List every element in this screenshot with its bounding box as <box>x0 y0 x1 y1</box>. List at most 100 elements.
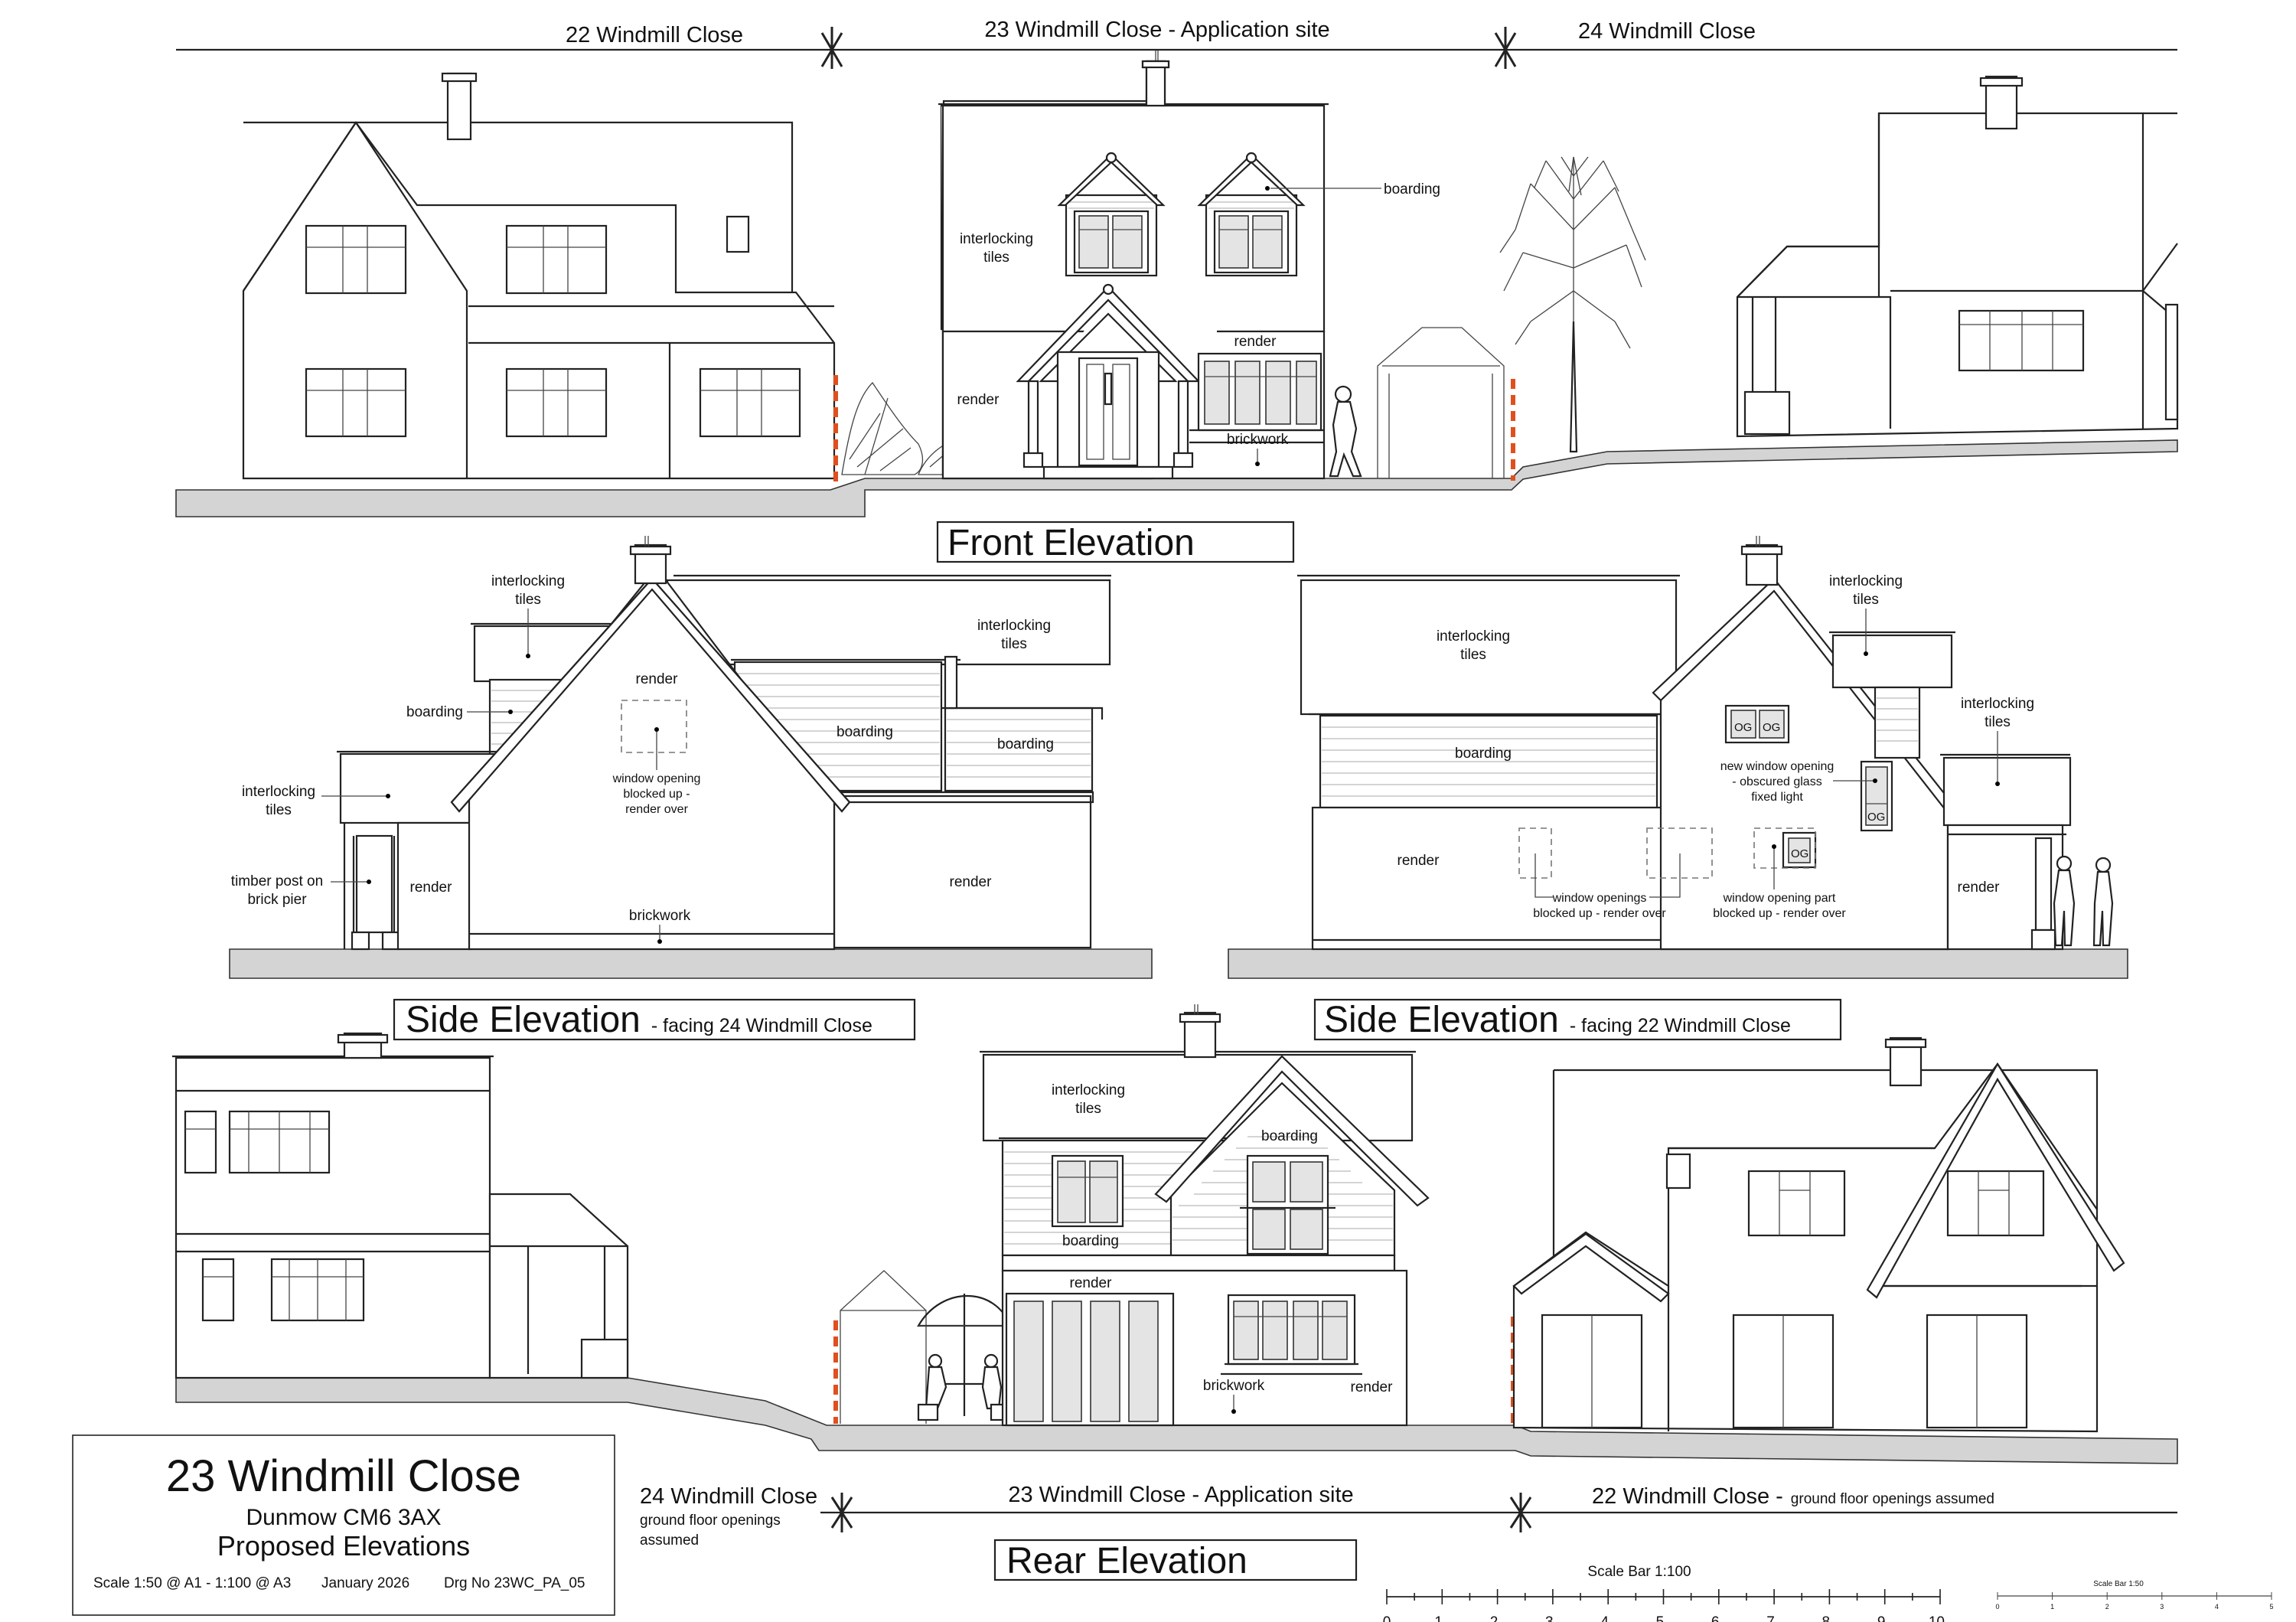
note-side-b-newwin-1: new window opening <box>1720 760 1835 773</box>
side-b-ground <box>1228 948 2128 979</box>
note-side-b-blocked-1: window openings <box>1552 892 1647 905</box>
scale-tick-label: 8m <box>1822 1614 1838 1622</box>
og-label-2: OG <box>1763 721 1780 734</box>
og-label-4: OG <box>1791 847 1808 860</box>
note-boarding-front: boarding <box>1384 181 1440 197</box>
note-side-a-win-2: blocked up - <box>623 788 690 801</box>
house-23-rear <box>980 1004 1430 1427</box>
label-22-windmill-close-top: 22 Windmill Close <box>566 23 743 47</box>
scale-tick-label: 10m <box>1929 1614 1952 1622</box>
note-side-b-part-2: blocked up - render over <box>1713 907 1846 920</box>
title-block: 23 Windmill Close Dunmow CM6 3AX Propose… <box>72 1434 615 1616</box>
note-side-a-boarding-left: boarding <box>406 704 463 720</box>
side-b-title-row: Side Elevation - facing 22 Windmill Close <box>1324 1000 1791 1040</box>
note-side-b-tiles-left-2: tiles <box>1460 647 1486 663</box>
note-bottom-left-2: assumed <box>640 1532 699 1549</box>
note-side-a-tiles-left-1: interlocking <box>242 784 315 800</box>
note-side-b-part-1: window opening part <box>1723 892 1836 905</box>
note-tiles-front-2: tiles <box>983 250 1009 266</box>
boundary-marker-bottom-left-icon <box>830 1493 853 1532</box>
note-side-b-tiles-left-1: interlocking <box>1437 628 1510 645</box>
label-22-windmill-close-bottom: 22 Windmill Close - <box>1592 1484 1783 1509</box>
boundary-marker-left-icon <box>820 27 843 69</box>
note-side-b-tiles-right-1: interlocking <box>1961 696 2034 712</box>
note-side-b-blocked-2: blocked up - render over <box>1533 907 1666 920</box>
note-side-a-boarding-mid: boarding <box>837 724 893 740</box>
top-boundary: 22 Windmill Close 23 Windmill Close - Ap… <box>176 18 2177 69</box>
garage-outline <box>1377 327 1505 478</box>
front-elevation: boarding interlocking tiles render rende… <box>175 51 2179 563</box>
note-side-b-tiles-top-2: tiles <box>1853 592 1879 608</box>
side-a-subtitle: - facing 24 Windmill Close <box>651 1015 872 1036</box>
small-scale-bar-title: Scale Bar 1:50 <box>2093 1580 2144 1588</box>
note-rear-render-top: render <box>1070 1275 1113 1291</box>
house-22-front <box>242 72 836 480</box>
front-annotations: boarding interlocking tiles render rende… <box>957 181 1440 466</box>
note-rear-tiles-2: tiles <box>1075 1101 1101 1117</box>
note-side-a-post-1: timber post on <box>231 873 323 889</box>
front-elevation-title-box <box>936 521 1295 563</box>
note-side-a-post-2: brick pier <box>247 892 307 908</box>
scale-bar-title: Scale Bar 1:100 <box>1587 1564 1691 1580</box>
side-elevation-a: interlocking tiles interlocking tiles re… <box>229 536 1153 1041</box>
note-side-a-win-3: render over <box>625 803 688 816</box>
label-24-windmill-close-bottom: 24 Windmill Close <box>640 1484 817 1509</box>
note-tiles-front-1: interlocking <box>960 231 1033 247</box>
note-render-front-2: render <box>1234 334 1277 350</box>
side-elevation-b: OG OG OG OG interlocking tiles interlock… <box>1228 536 2128 1041</box>
scale-tick-label: 9m <box>1877 1614 1893 1622</box>
person-walking-icon <box>1329 385 1362 478</box>
tree-icon <box>1499 156 1646 453</box>
house-24-rear <box>172 1032 629 1379</box>
scale-tick-label: 1m <box>1434 1614 1450 1622</box>
boundary-marker-bottom-right-icon <box>1509 1493 1532 1532</box>
side-b-title: Side Elevation <box>1324 1000 1559 1040</box>
og-label-1: OG <box>1734 721 1752 734</box>
label-24-windmill-close-top: 24 Windmill Close <box>1578 19 1756 44</box>
house-22-rear <box>1512 1036 2125 1433</box>
side-b-title-box <box>1313 998 1842 1041</box>
note-bottom-left-1: ground floor openings <box>640 1513 781 1529</box>
note-side-b-tiles-top-1: interlocking <box>1829 573 1903 589</box>
note-side-a-brickwork: brickwork <box>629 908 691 924</box>
title-block-drawing: Proposed Elevations <box>217 1530 470 1562</box>
side-a-title: Side Elevation <box>406 1000 641 1040</box>
note-side-b-render-left: render <box>1397 853 1440 869</box>
label-application-site-top: 23 Windmill Close - Application site <box>984 18 1329 42</box>
note-brickwork-front: brickwork <box>1227 432 1289 448</box>
title-block-drg-no: Drg No 23WC_PA_05 <box>444 1575 585 1591</box>
small-scale-tick-label: 4 <box>2215 1603 2219 1611</box>
scale-tick-label: 6m <box>1711 1614 1727 1622</box>
note-side-b-newwin-3: fixed light <box>1751 791 1803 804</box>
note-side-a-render-right: render <box>950 874 993 890</box>
side-a-title-row: Side Elevation - facing 24 Windmill Close <box>406 1000 872 1040</box>
note-rear-render-right: render <box>1351 1379 1394 1395</box>
house-24-front <box>1736 75 2179 438</box>
scale-tick-label: 7m <box>1766 1614 1782 1622</box>
note-side-b-render-right: render <box>1958 880 2001 896</box>
side-b-subtitle: - facing 22 Windmill Close <box>1570 1015 1791 1036</box>
note-side-a-tiles-left-2: tiles <box>266 802 292 818</box>
og-label-3: OG <box>1867 811 1885 824</box>
note-side-a-boarding-right: boarding <box>997 736 1054 752</box>
note-side-b-tiles-right-2: tiles <box>1985 714 2011 730</box>
small-scale-tick-label: 1 <box>2050 1603 2054 1611</box>
gazebo-table-icon <box>840 1270 1012 1424</box>
scale-tick-label: 0 <box>1383 1614 1391 1622</box>
note-rear-boarding-top: boarding <box>1261 1128 1318 1144</box>
title-block-title: 23 Windmill Close <box>166 1451 521 1501</box>
note-rear-boarding-low: boarding <box>1062 1233 1119 1249</box>
note-bottom-right: ground floor openings assumed <box>1791 1491 1994 1507</box>
scale-tick-label: 5m <box>1656 1614 1671 1622</box>
note-side-a-tiles-top-1: interlocking <box>491 573 565 589</box>
small-scale-tick-label: 5 <box>2269 1603 2273 1611</box>
house-23-front-main <box>938 60 1329 480</box>
note-side-a-tiles-top-2: tiles <box>515 592 541 608</box>
note-side-a-win-1: window opening <box>612 772 701 785</box>
title-block-address: Dunmow CM6 3AX <box>246 1505 441 1530</box>
note-side-a-render-left: render <box>410 880 453 896</box>
note-render-front-1: render <box>957 392 1000 408</box>
rear-elevation-title-box <box>993 1539 1358 1581</box>
